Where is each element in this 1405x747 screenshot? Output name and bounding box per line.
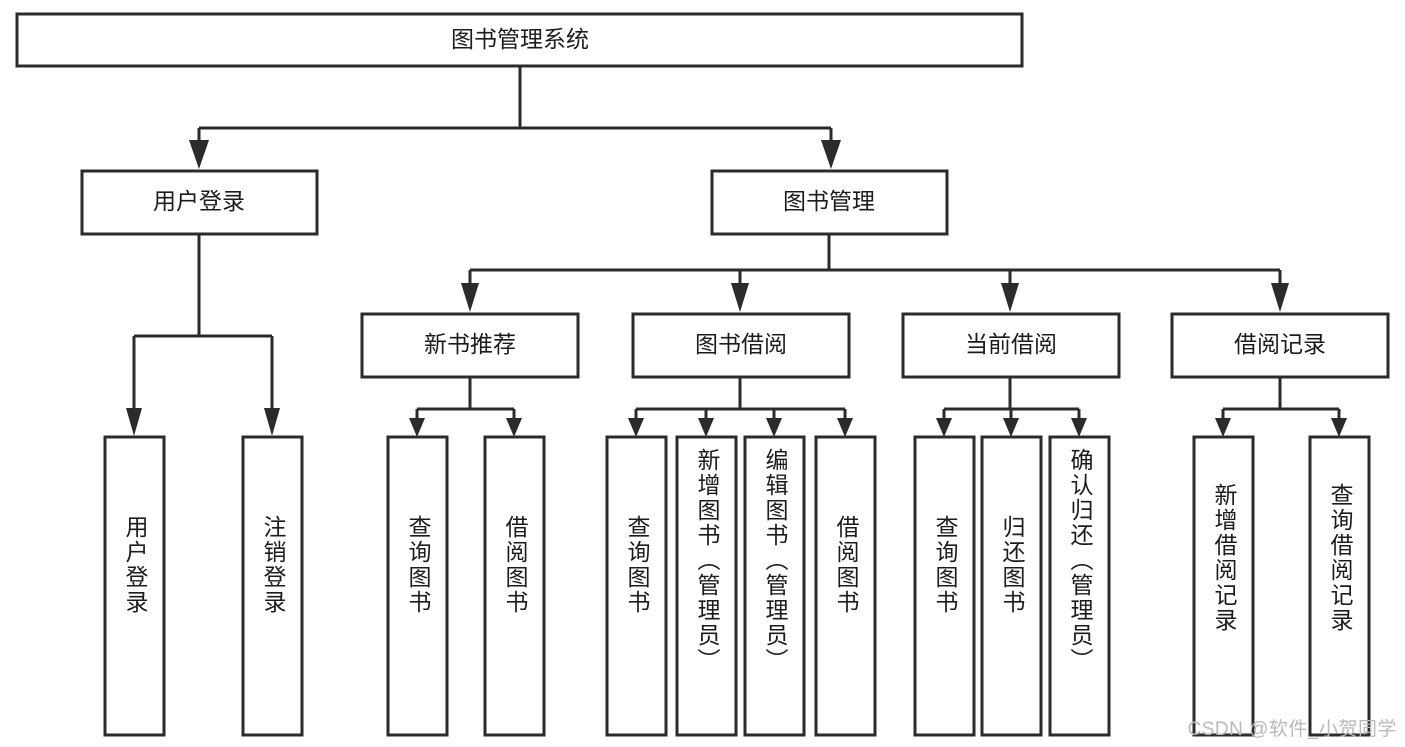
leaf-logout-login-box[interactable]: [241, 435, 304, 737]
node-borrow-record[interactable]: 借阅记录: [1170, 312, 1390, 379]
node-root[interactable]: 图书管理系统: [15, 12, 1024, 68]
arrow-head-icon: [821, 140, 841, 169]
arrow-head-icon: [1215, 418, 1231, 437]
leaf-add-record-box[interactable]: [1192, 435, 1255, 737]
leaf-user-login-box[interactable]: [103, 435, 166, 737]
node-user-login-label: 用户登录: [153, 188, 245, 214]
arrow-head-icon: [1001, 283, 1019, 312]
leaf-query-book-1-box[interactable]: [386, 435, 449, 737]
node-book-manage-label: 图书管理: [783, 188, 875, 214]
node-borrow-record-box[interactable]: [1170, 312, 1390, 379]
arrow-head-icon: [461, 283, 479, 312]
leaf-confirm-return-box[interactable]: [1048, 435, 1111, 737]
arrow-head-icon: [189, 140, 209, 169]
leaf-borrow-book-2-box[interactable]: [814, 435, 877, 737]
arrow-head-icon: [698, 418, 714, 437]
connector-userlogin-to-leaves: [126, 235, 280, 436]
node-user-login[interactable]: 用户登录: [80, 169, 319, 236]
arrow-head-icon: [409, 418, 425, 437]
node-new-book-recommend-label: 新书推荐: [424, 331, 516, 357]
node-root-label: 图书管理系统: [451, 26, 589, 52]
leaf-query-book-3-box[interactable]: [913, 435, 976, 737]
arrow-head-icon: [766, 418, 782, 437]
watermark-text: CSDN @软件_小贺同学: [1187, 719, 1397, 740]
node-book-manage[interactable]: 图书管理: [710, 169, 949, 236]
node-new-book-recommend-box[interactable]: [360, 312, 580, 379]
arrow-head-icon: [506, 418, 522, 437]
node-root-box[interactable]: [15, 12, 1024, 68]
connector-currentborrow-to-leaves: [936, 378, 1087, 437]
arrow-head-icon: [1071, 418, 1087, 437]
arrow-head-icon: [936, 418, 952, 437]
connector-newbook-to-leaves: [409, 378, 522, 437]
leaf-return-book-box[interactable]: [980, 435, 1043, 737]
arrow-head-icon: [628, 418, 644, 437]
node-current-borrow-box[interactable]: [901, 312, 1121, 379]
leaf-edit-book-box[interactable]: [743, 435, 806, 737]
node-current-borrow[interactable]: 当前借阅: [901, 312, 1121, 379]
arrow-head-icon: [1271, 283, 1289, 312]
connector-bookmanage-to-level3: [461, 235, 1289, 312]
node-book-manage-box[interactable]: [710, 169, 949, 236]
arrow-head-icon: [126, 408, 142, 436]
arrow-head-icon: [731, 283, 749, 312]
arrow-head-icon: [264, 408, 280, 436]
leaf-borrow-book-1-box[interactable]: [483, 435, 546, 737]
node-book-borrow[interactable]: 图书借阅: [631, 312, 851, 379]
leaf-query-record-box[interactable]: [1308, 435, 1371, 737]
leaf-add-book-box[interactable]: [675, 435, 738, 737]
node-book-borrow-box[interactable]: [631, 312, 851, 379]
node-borrow-record-label: 借阅记录: [1234, 331, 1326, 357]
connector-borrowrecord-to-leaves: [1215, 378, 1347, 437]
node-new-book-recommend[interactable]: 新书推荐: [360, 312, 580, 379]
arrow-head-icon: [837, 418, 853, 437]
connector-root-to-level2: [189, 67, 841, 169]
node-user-login-box[interactable]: [80, 169, 319, 236]
node-current-borrow-label: 当前借阅: [965, 331, 1057, 357]
arrow-head-icon: [1003, 418, 1019, 437]
leaf-boxes: [103, 435, 1371, 737]
node-book-borrow-label: 图书借阅: [695, 331, 787, 357]
leaf-query-book-2-box[interactable]: [605, 435, 668, 737]
arrow-head-icon: [1331, 418, 1347, 437]
connector-bookborrow-to-leaves: [628, 378, 853, 437]
